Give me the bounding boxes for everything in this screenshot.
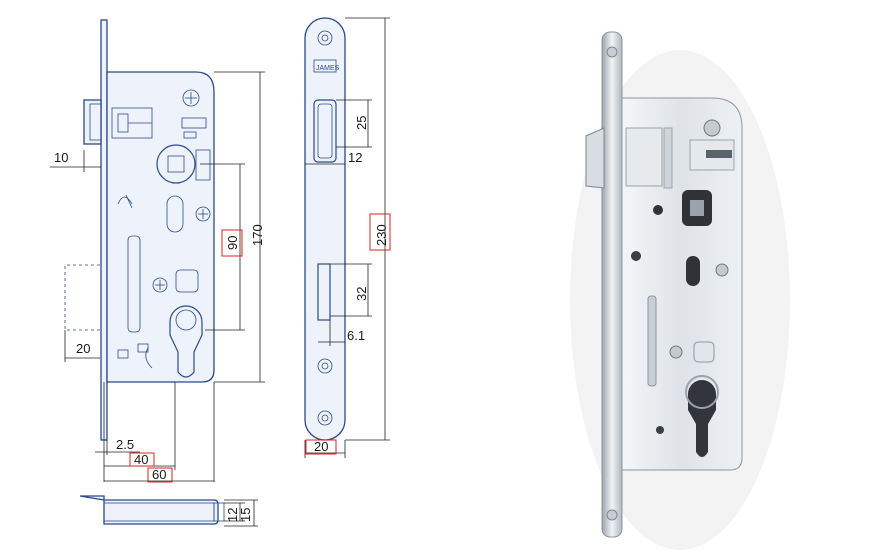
dim-60-highlight xyxy=(147,467,173,483)
dim-90: 90 xyxy=(225,236,240,250)
dim-2-5: 2.5 xyxy=(116,437,134,452)
dim-20-left: 20 xyxy=(76,341,90,356)
lock-bottom-view: 12 15 xyxy=(79,495,258,527)
dim-40: 40 xyxy=(134,452,148,467)
side-dimensions: 10 170 90 20 2.5 40 60 xyxy=(50,71,265,483)
faceplate-mark: JAMES xyxy=(316,65,340,72)
latch-bolt xyxy=(83,99,102,145)
dim-15-bottom: 15 xyxy=(238,508,253,522)
dim-230: 230 xyxy=(374,224,389,246)
photo-faceplate xyxy=(601,31,623,538)
long-slot xyxy=(127,235,141,333)
faceplate xyxy=(304,17,346,441)
dim-10: 10 xyxy=(54,150,68,165)
lock-case xyxy=(106,71,215,383)
dim-20-highlight xyxy=(305,439,337,455)
bolt-opening xyxy=(317,263,331,321)
faceplate-view: JAMES xyxy=(304,17,346,441)
cylinder-hole xyxy=(169,305,203,378)
latch-opening xyxy=(313,99,337,163)
faceplate-dimensions: 230 25 12 32 6.1 20 xyxy=(304,17,391,458)
dim-40-highlight xyxy=(129,452,155,467)
screw-top xyxy=(182,89,200,107)
oval-slot xyxy=(166,195,184,233)
dim-12-face: 12 xyxy=(348,150,362,165)
lock-photo xyxy=(570,31,790,550)
photo-cylinder-hole xyxy=(688,380,716,457)
photo-latch-bolt xyxy=(585,127,605,189)
front-plate xyxy=(100,19,108,441)
follower xyxy=(156,144,196,184)
dim-12-bottom: 12 xyxy=(225,508,240,522)
dim-230-highlight xyxy=(369,213,391,251)
dim-60: 60 xyxy=(152,467,166,482)
dim-90-highlight xyxy=(221,229,243,257)
dim-32: 32 xyxy=(354,287,369,301)
dim-6-1: 6.1 xyxy=(347,328,365,343)
dim-170: 170 xyxy=(250,224,265,246)
lock-side-view xyxy=(64,19,215,441)
bottom-profile xyxy=(79,495,219,525)
dim-25: 25 xyxy=(354,116,369,130)
dim-20-face: 20 xyxy=(314,439,328,454)
